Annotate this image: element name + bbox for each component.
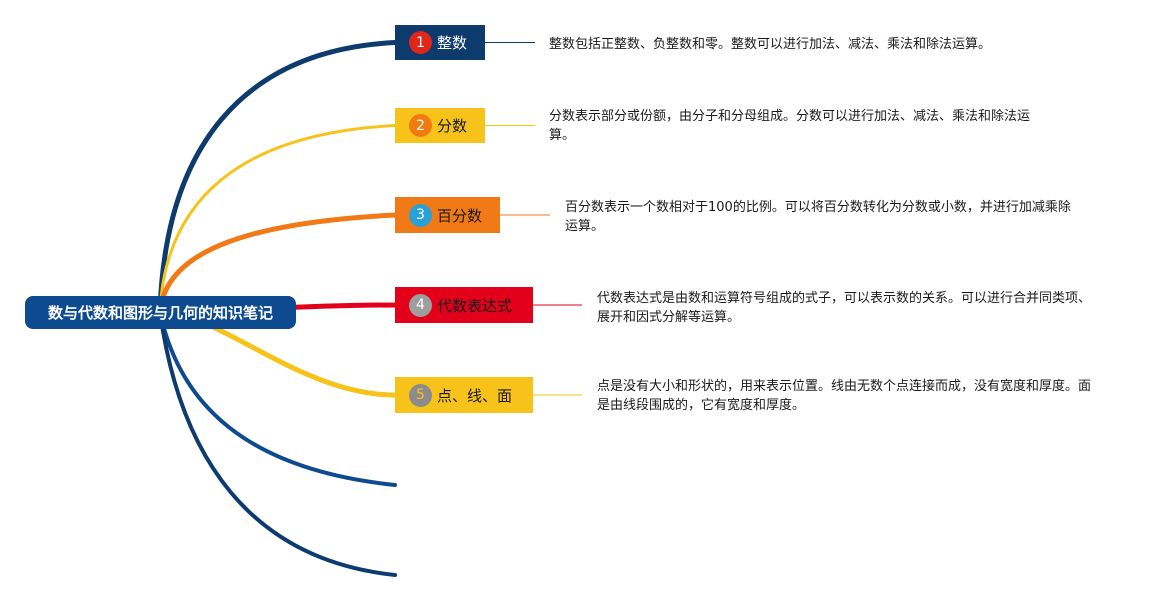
number-badge: 2 (409, 114, 432, 137)
topic-percentage[interactable]: 3 百分数 (395, 197, 500, 233)
empty-branch (158, 310, 397, 487)
note-point-line-plane: 点是没有大小和形状的，用来表示位置。线由无数个点连接而成，没有宽度和厚度。面是由… (597, 379, 1092, 413)
root-node[interactable]: 数与代数和图形与几何的知识笔记 (25, 296, 296, 329)
root-label: 数与代数和图形与几何的知识笔记 (47, 304, 273, 322)
topic-fraction[interactable]: 2 分数 (395, 108, 485, 143)
topic-point-line-plane[interactable]: 5 点、线、面 (395, 377, 533, 413)
number-badge: 4 (409, 293, 432, 317)
topic-label: 点、线、面 (437, 386, 513, 405)
topic-label: 分数 (437, 117, 468, 135)
number-badge: 5 (409, 383, 432, 407)
topic-branch (158, 124, 397, 314)
topic-label: 代数表达式 (437, 296, 513, 315)
topic-integer[interactable]: 1 整数 (395, 25, 485, 60)
note-integer: 整数包括正整数、负整数和零。整数可以进行加法、减法、乘法和除法运算。 (549, 37, 992, 52)
note-percentage: 百分数表示一个数相对于100的比例。可以将百分数转化为分数或小数，并进行加减乘除… (565, 200, 1071, 234)
note-algebraic-expression: 代数表达式是由数和运算符号组成的式子，可以表示数的关系。可以进行合并同类项、展开… (597, 291, 1092, 325)
number-badge: 3 (409, 203, 432, 227)
topic-branch (157, 40, 398, 315)
note-fraction: 分数表示部分或份额，由分子和分母组成。分数可以进行加法、减法、乘法和除法运算。 (549, 109, 1031, 143)
topic-label: 百分数 (437, 206, 483, 225)
topic-label: 整数 (437, 34, 468, 52)
empty-branch (158, 310, 397, 577)
number-badge: 1 (409, 31, 432, 54)
topic-branch (157, 212, 398, 315)
topic-algebraic-expression[interactable]: 4 代数表达式 (395, 287, 533, 323)
